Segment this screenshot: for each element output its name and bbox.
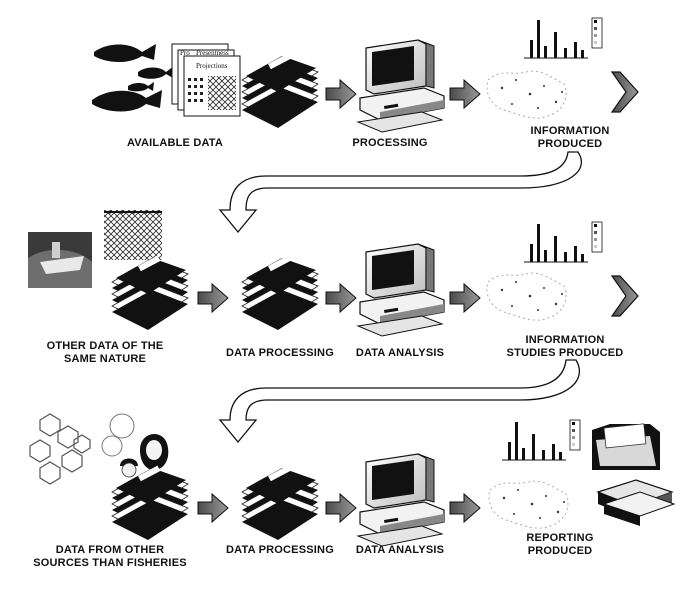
flow-arrow	[325, 493, 357, 523]
label-data-other-sources: DATA FROM OTHER SOURCES THAN FISHERIES	[33, 544, 187, 569]
people-faces-icon	[101, 413, 169, 478]
label-data-analysis: DATA ANALYSIS	[355, 347, 445, 359]
diskettes-icon	[111, 465, 189, 541]
label-other-data: OTHER DATA OF THE SAME NATURE	[46, 340, 164, 365]
books-icon	[596, 479, 676, 526]
flow-arrow	[449, 493, 481, 523]
fish-school-icon	[92, 44, 174, 112]
fishing-net-icon	[104, 210, 162, 260]
paper-text-2: Presentness	[196, 49, 229, 57]
paper-text-3: Projections	[196, 62, 228, 70]
return-arrow	[218, 359, 581, 444]
output-arrow	[611, 275, 639, 317]
flow-arrow	[325, 283, 357, 313]
label-information-produced: INFORMATION PRODUCED	[530, 125, 610, 150]
snowflakes-icon	[29, 413, 91, 485]
output-arrow	[611, 71, 639, 113]
flow-arrow	[449, 79, 481, 109]
label-data-analysis: DATA ANALYSIS	[355, 544, 445, 556]
map-icon	[486, 70, 567, 119]
label-processing: PROCESSING	[352, 137, 428, 149]
diskettes-icon	[241, 465, 319, 541]
bar-chart-icon	[523, 17, 603, 59]
label-data-processing: DATA PROCESSING	[226, 544, 334, 556]
computer-icon	[357, 39, 445, 133]
map-icon	[486, 272, 567, 321]
bar-chart-icon	[501, 419, 581, 461]
flow-arrow	[449, 283, 481, 313]
map-icon	[488, 480, 569, 529]
label-reporting-produced: REPORTING PRODUCED	[526, 532, 594, 557]
label-information-studies: INFORMATION STUDIES PRODUCED	[506, 334, 624, 359]
bar-chart-icon	[523, 221, 603, 263]
computer-icon	[357, 243, 445, 337]
fishing-boat-icon	[28, 232, 92, 288]
return-arrow	[218, 151, 583, 234]
computer-icon	[357, 453, 445, 547]
label-data-processing: DATA PROCESSING	[226, 347, 334, 359]
paper-text-1: Pro	[180, 49, 190, 57]
diskettes-icon	[241, 255, 319, 331]
flow-arrow	[325, 79, 357, 109]
data-sheets-icon	[171, 43, 241, 117]
diskettes-icon	[241, 53, 319, 129]
diskettes-icon	[111, 255, 189, 331]
flow-arrow	[197, 283, 229, 313]
label-available-data: AVAILABLE DATA	[126, 137, 224, 149]
flow-arrow	[197, 493, 229, 523]
folder-icon	[592, 423, 660, 470]
